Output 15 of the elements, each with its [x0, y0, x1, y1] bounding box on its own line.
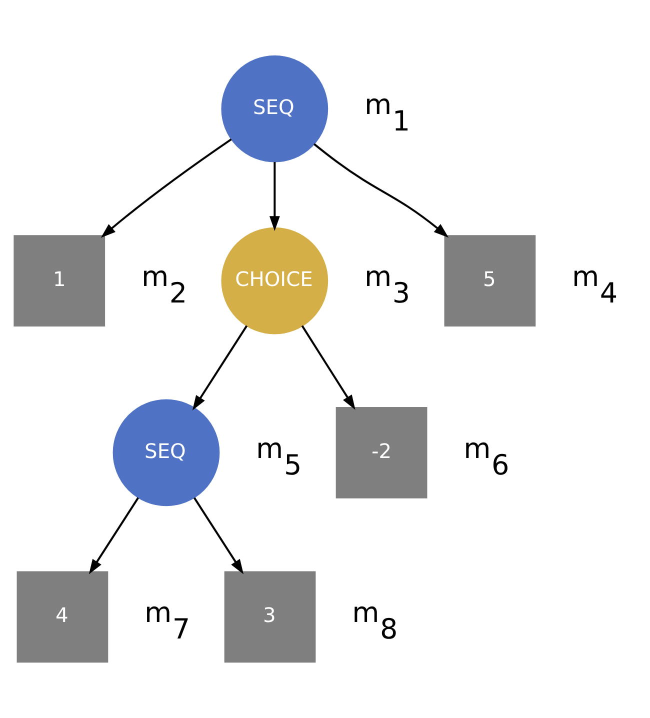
- node-circle: CHOICE: [221, 227, 328, 334]
- arrow: [193, 497, 244, 574]
- node-circle: SEQ: [112, 399, 220, 506]
- node-box: 1: [14, 235, 106, 326]
- arrow: [314, 143, 449, 238]
- arrow: [301, 325, 356, 410]
- arrow: [100, 138, 232, 238]
- node-box: 4: [16, 571, 108, 663]
- node-box: -2: [336, 407, 428, 498]
- node-circle: SEQ: [221, 55, 328, 162]
- node-box: 3: [224, 571, 316, 663]
- arrow: [88, 497, 139, 574]
- arrow: [192, 325, 248, 410]
- node-box: 5: [444, 235, 536, 326]
- arrow: [269, 162, 280, 232]
